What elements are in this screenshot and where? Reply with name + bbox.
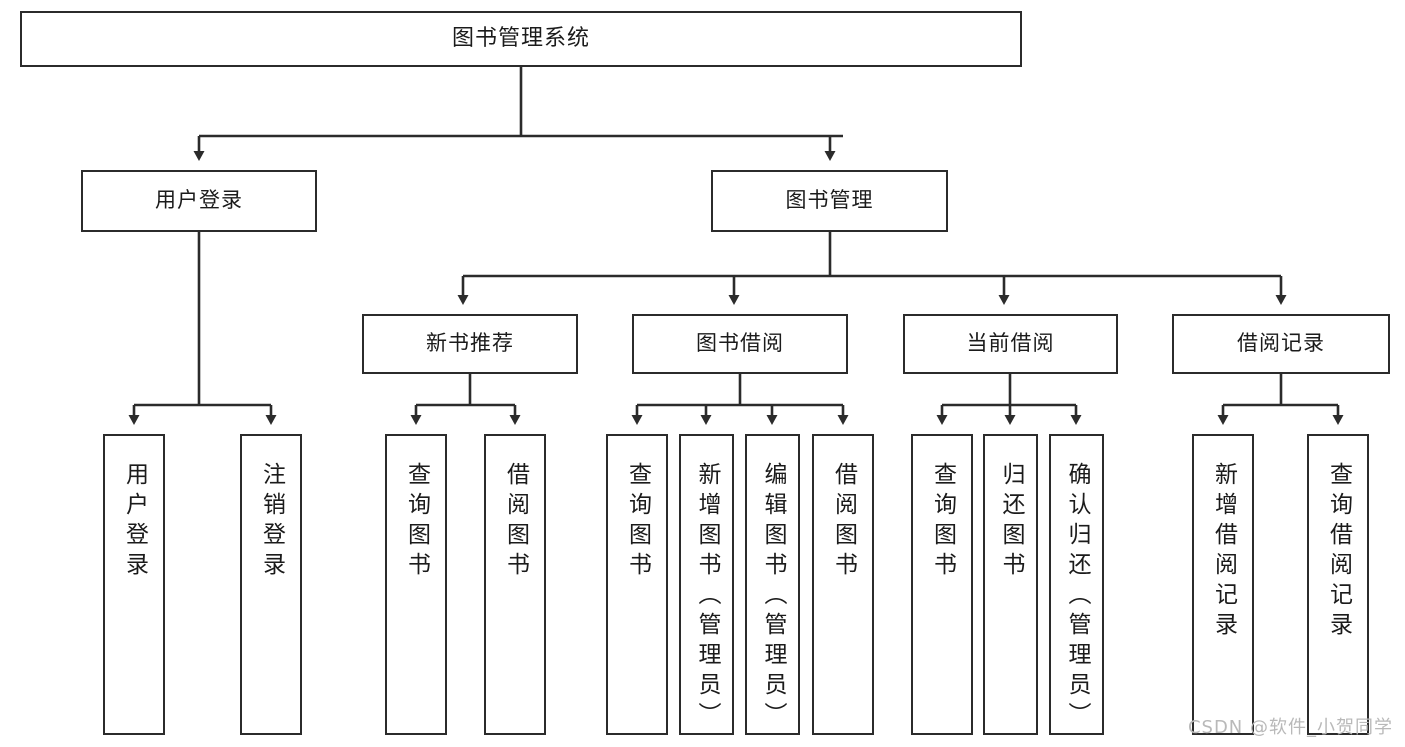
node-leaf-borrow-book[interactable]: 借阅图书 [812, 434, 874, 735]
node-leaf-query-borrow-record[interactable]: 查询借阅记录 [1307, 434, 1369, 735]
node-root-system[interactable]: 图书管理系统 [20, 11, 1022, 67]
node-current-borrow[interactable]: 当前借阅 [903, 314, 1118, 374]
node-book-borrow[interactable]: 图书借阅 [632, 314, 848, 374]
node-leaf-query-book-borrow[interactable]: 查询图书 [606, 434, 668, 735]
node-leaf-confirm-return-admin-label: 确认归还（管理员） [1064, 462, 1090, 732]
node-leaf-add-borrow-record-label: 新增借阅记录 [1210, 462, 1237, 642]
node-leaf-return-book-label: 归还图书 [998, 462, 1024, 582]
node-leaf-logout-login-label: 注销登录 [258, 462, 285, 582]
node-leaf-user-login[interactable]: 用户登录 [103, 434, 165, 735]
node-leaf-query-book-current-label: 查询图书 [929, 462, 956, 582]
node-leaf-add-book-admin[interactable]: 新增图书（管理员） [679, 434, 734, 735]
node-leaf-query-borrow-record-label: 查询借阅记录 [1325, 462, 1352, 642]
node-leaf-add-borrow-record[interactable]: 新增借阅记录 [1192, 434, 1254, 735]
node-leaf-user-login-label: 用户登录 [121, 462, 148, 582]
node-leaf-return-book[interactable]: 归还图书 [983, 434, 1038, 735]
node-borrow-record-label: 借阅记录 [1237, 331, 1325, 356]
node-leaf-borrow-book-label: 借阅图书 [830, 462, 857, 582]
node-leaf-confirm-return-admin[interactable]: 确认归还（管理员） [1049, 434, 1104, 735]
node-leaf-add-book-admin-label: 新增图书（管理员） [694, 462, 720, 732]
node-user-login-label: 用户登录 [155, 188, 243, 213]
node-leaf-edit-book-admin-label: 编辑图书（管理员） [760, 462, 786, 732]
node-leaf-query-book-recommend-label: 查询图书 [403, 462, 430, 582]
node-current-borrow-label: 当前借阅 [966, 331, 1055, 356]
node-leaf-logout-login[interactable]: 注销登录 [240, 434, 302, 735]
node-leaf-borrow-book-recommend-label: 借阅图书 [502, 462, 529, 582]
node-leaf-query-book-borrow-label: 查询图书 [624, 462, 651, 582]
node-book-manage-label: 图书管理 [785, 188, 874, 213]
node-book-borrow-label: 图书借阅 [696, 331, 784, 356]
node-leaf-borrow-book-recommend[interactable]: 借阅图书 [484, 434, 546, 735]
node-borrow-record[interactable]: 借阅记录 [1172, 314, 1390, 374]
node-leaf-query-book-recommend[interactable]: 查询图书 [385, 434, 447, 735]
node-new-book-recommend[interactable]: 新书推荐 [362, 314, 578, 374]
node-root-label: 图书管理系统 [451, 25, 590, 51]
node-user-login[interactable]: 用户登录 [81, 170, 317, 232]
node-leaf-edit-book-admin[interactable]: 编辑图书（管理员） [745, 434, 800, 735]
node-book-manage[interactable]: 图书管理 [711, 170, 948, 232]
node-leaf-query-book-current[interactable]: 查询图书 [911, 434, 973, 735]
node-new-book-recommend-label: 新书推荐 [426, 331, 514, 356]
watermark-text: CSDN @软件_小贺同学 [1187, 717, 1393, 738]
